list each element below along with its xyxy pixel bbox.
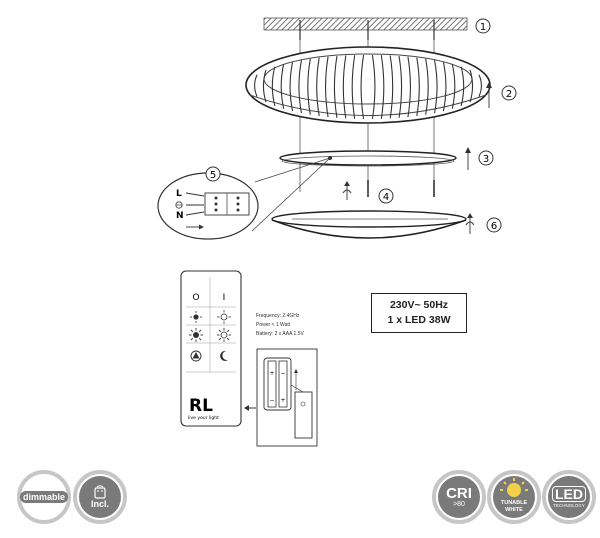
svg-text:−: − bbox=[269, 397, 274, 404]
remote-on-button: I bbox=[223, 293, 226, 303]
lamp-slat bbox=[442, 61, 447, 112]
remote-battery: Battery: 2 x AAA 1.5V bbox=[256, 331, 304, 337]
wiring-zoom-detail: 5 L N bbox=[157, 166, 259, 240]
lamp-slats bbox=[254, 54, 482, 120]
tunable-line-1: TUNABLE bbox=[500, 500, 528, 506]
lamp-slat bbox=[271, 66, 276, 106]
lamp-slat bbox=[316, 57, 320, 117]
battery-panel: + − − + bbox=[256, 348, 318, 447]
lamp-slat bbox=[289, 61, 294, 112]
svg-text:1: 1 bbox=[480, 22, 486, 33]
battery-cover bbox=[294, 391, 313, 439]
remote-icon bbox=[94, 485, 106, 499]
step-1: 1 bbox=[475, 18, 491, 34]
dimmable-label: dimmable bbox=[20, 491, 69, 503]
sun-icon bbox=[500, 478, 528, 497]
step-2: 2 bbox=[486, 82, 517, 108]
lamp-slat bbox=[360, 54, 365, 120]
svg-text:+: + bbox=[269, 370, 274, 377]
zoom-leader-lines bbox=[251, 157, 331, 232]
lamp-slat bbox=[389, 55, 394, 119]
remote-brand-logo: RL bbox=[189, 396, 213, 416]
cool-light-icon bbox=[189, 328, 203, 342]
lamp-slat bbox=[371, 54, 376, 120]
led-technology-badge: LED TECHNOLOGY bbox=[542, 470, 596, 524]
svg-text:2: 2 bbox=[506, 89, 512, 100]
cri-value: >80 bbox=[453, 500, 465, 508]
lamp-slat bbox=[425, 58, 429, 115]
lamp-slat bbox=[333, 55, 338, 118]
mounting-plate bbox=[279, 150, 457, 167]
ceiling bbox=[263, 17, 468, 31]
fixing-screws bbox=[367, 180, 435, 197]
remote-control: O I bbox=[180, 270, 242, 427]
night-mode-icon bbox=[220, 350, 228, 361]
battery-2 bbox=[278, 360, 288, 408]
cover-dome bbox=[271, 210, 467, 239]
dimmable-badge: dimmable bbox=[17, 470, 71, 524]
lamp-slat bbox=[280, 63, 285, 109]
cri-badge: CRI >80 bbox=[432, 470, 486, 524]
svg-text:6: 6 bbox=[491, 221, 497, 232]
wire-label-neutral: N bbox=[176, 211, 184, 221]
lamp-slat bbox=[469, 69, 474, 103]
lamp-slat bbox=[434, 60, 438, 114]
step-3: 3 bbox=[465, 147, 494, 170]
lamp-slat bbox=[307, 58, 311, 115]
ceiling-screws bbox=[299, 20, 435, 40]
remote-included-label: Incl. bbox=[90, 499, 109, 509]
warm-light-icon bbox=[217, 328, 231, 342]
lamp-slat bbox=[325, 56, 329, 118]
led-technology-label: TECHNOLOGY bbox=[553, 502, 585, 508]
lamp-slat bbox=[451, 63, 456, 109]
lamp-slat bbox=[254, 74, 258, 97]
step-6: 6 bbox=[465, 213, 502, 234]
lamp-slat bbox=[298, 60, 302, 114]
step-4: 4 bbox=[342, 181, 394, 204]
brightness-up-icon bbox=[217, 310, 231, 324]
remote-frequency: Frequency: 2.4GHz bbox=[256, 313, 300, 319]
lamp-slat bbox=[416, 57, 420, 117]
remote-specs: Frequency: 2.4GHz Power < 1 Watt Battery… bbox=[256, 312, 336, 339]
remote-slogan: live your light bbox=[188, 415, 219, 421]
wire-label-line: L bbox=[176, 189, 182, 199]
earth-symbol-icon bbox=[175, 201, 183, 209]
remote-off-button: O bbox=[192, 293, 199, 303]
brightness-down-icon bbox=[190, 311, 202, 323]
lamp-slat bbox=[351, 55, 356, 119]
lamp-slat bbox=[262, 69, 267, 103]
svg-text:4: 4 bbox=[383, 192, 389, 203]
lamp-slat bbox=[398, 55, 403, 118]
led-label: LED bbox=[552, 485, 586, 502]
lamp-slat bbox=[380, 55, 385, 119]
svg-text:−: − bbox=[280, 370, 285, 377]
svg-text:+: + bbox=[280, 397, 285, 404]
lamp-slat bbox=[478, 74, 482, 97]
tunable-white-badge: TUNABLE WHITE bbox=[487, 470, 541, 524]
battery-arrow bbox=[244, 405, 256, 411]
cri-label: CRI bbox=[446, 484, 472, 502]
lamp-slat bbox=[342, 55, 347, 119]
battery-1 bbox=[267, 360, 277, 408]
remote-power: Power < 1 Watt bbox=[256, 322, 291, 328]
spec-voltage: 230V~ 50Hz bbox=[389, 299, 449, 311]
spec-led: 1 x LED 38W bbox=[387, 314, 451, 326]
tunable-line-2: WHITE bbox=[505, 506, 523, 513]
svg-text:3: 3 bbox=[483, 154, 489, 165]
svg-text:5: 5 bbox=[210, 170, 216, 181]
electrical-spec-box: 230V~ 50Hz 1 x LED 38W bbox=[371, 293, 467, 333]
lamp-body bbox=[245, 46, 491, 124]
lamp-slat bbox=[460, 66, 465, 106]
lamp-slat bbox=[407, 56, 411, 118]
remote-included-badge: Incl. bbox=[73, 470, 127, 524]
scene-mode-icon bbox=[190, 350, 202, 362]
